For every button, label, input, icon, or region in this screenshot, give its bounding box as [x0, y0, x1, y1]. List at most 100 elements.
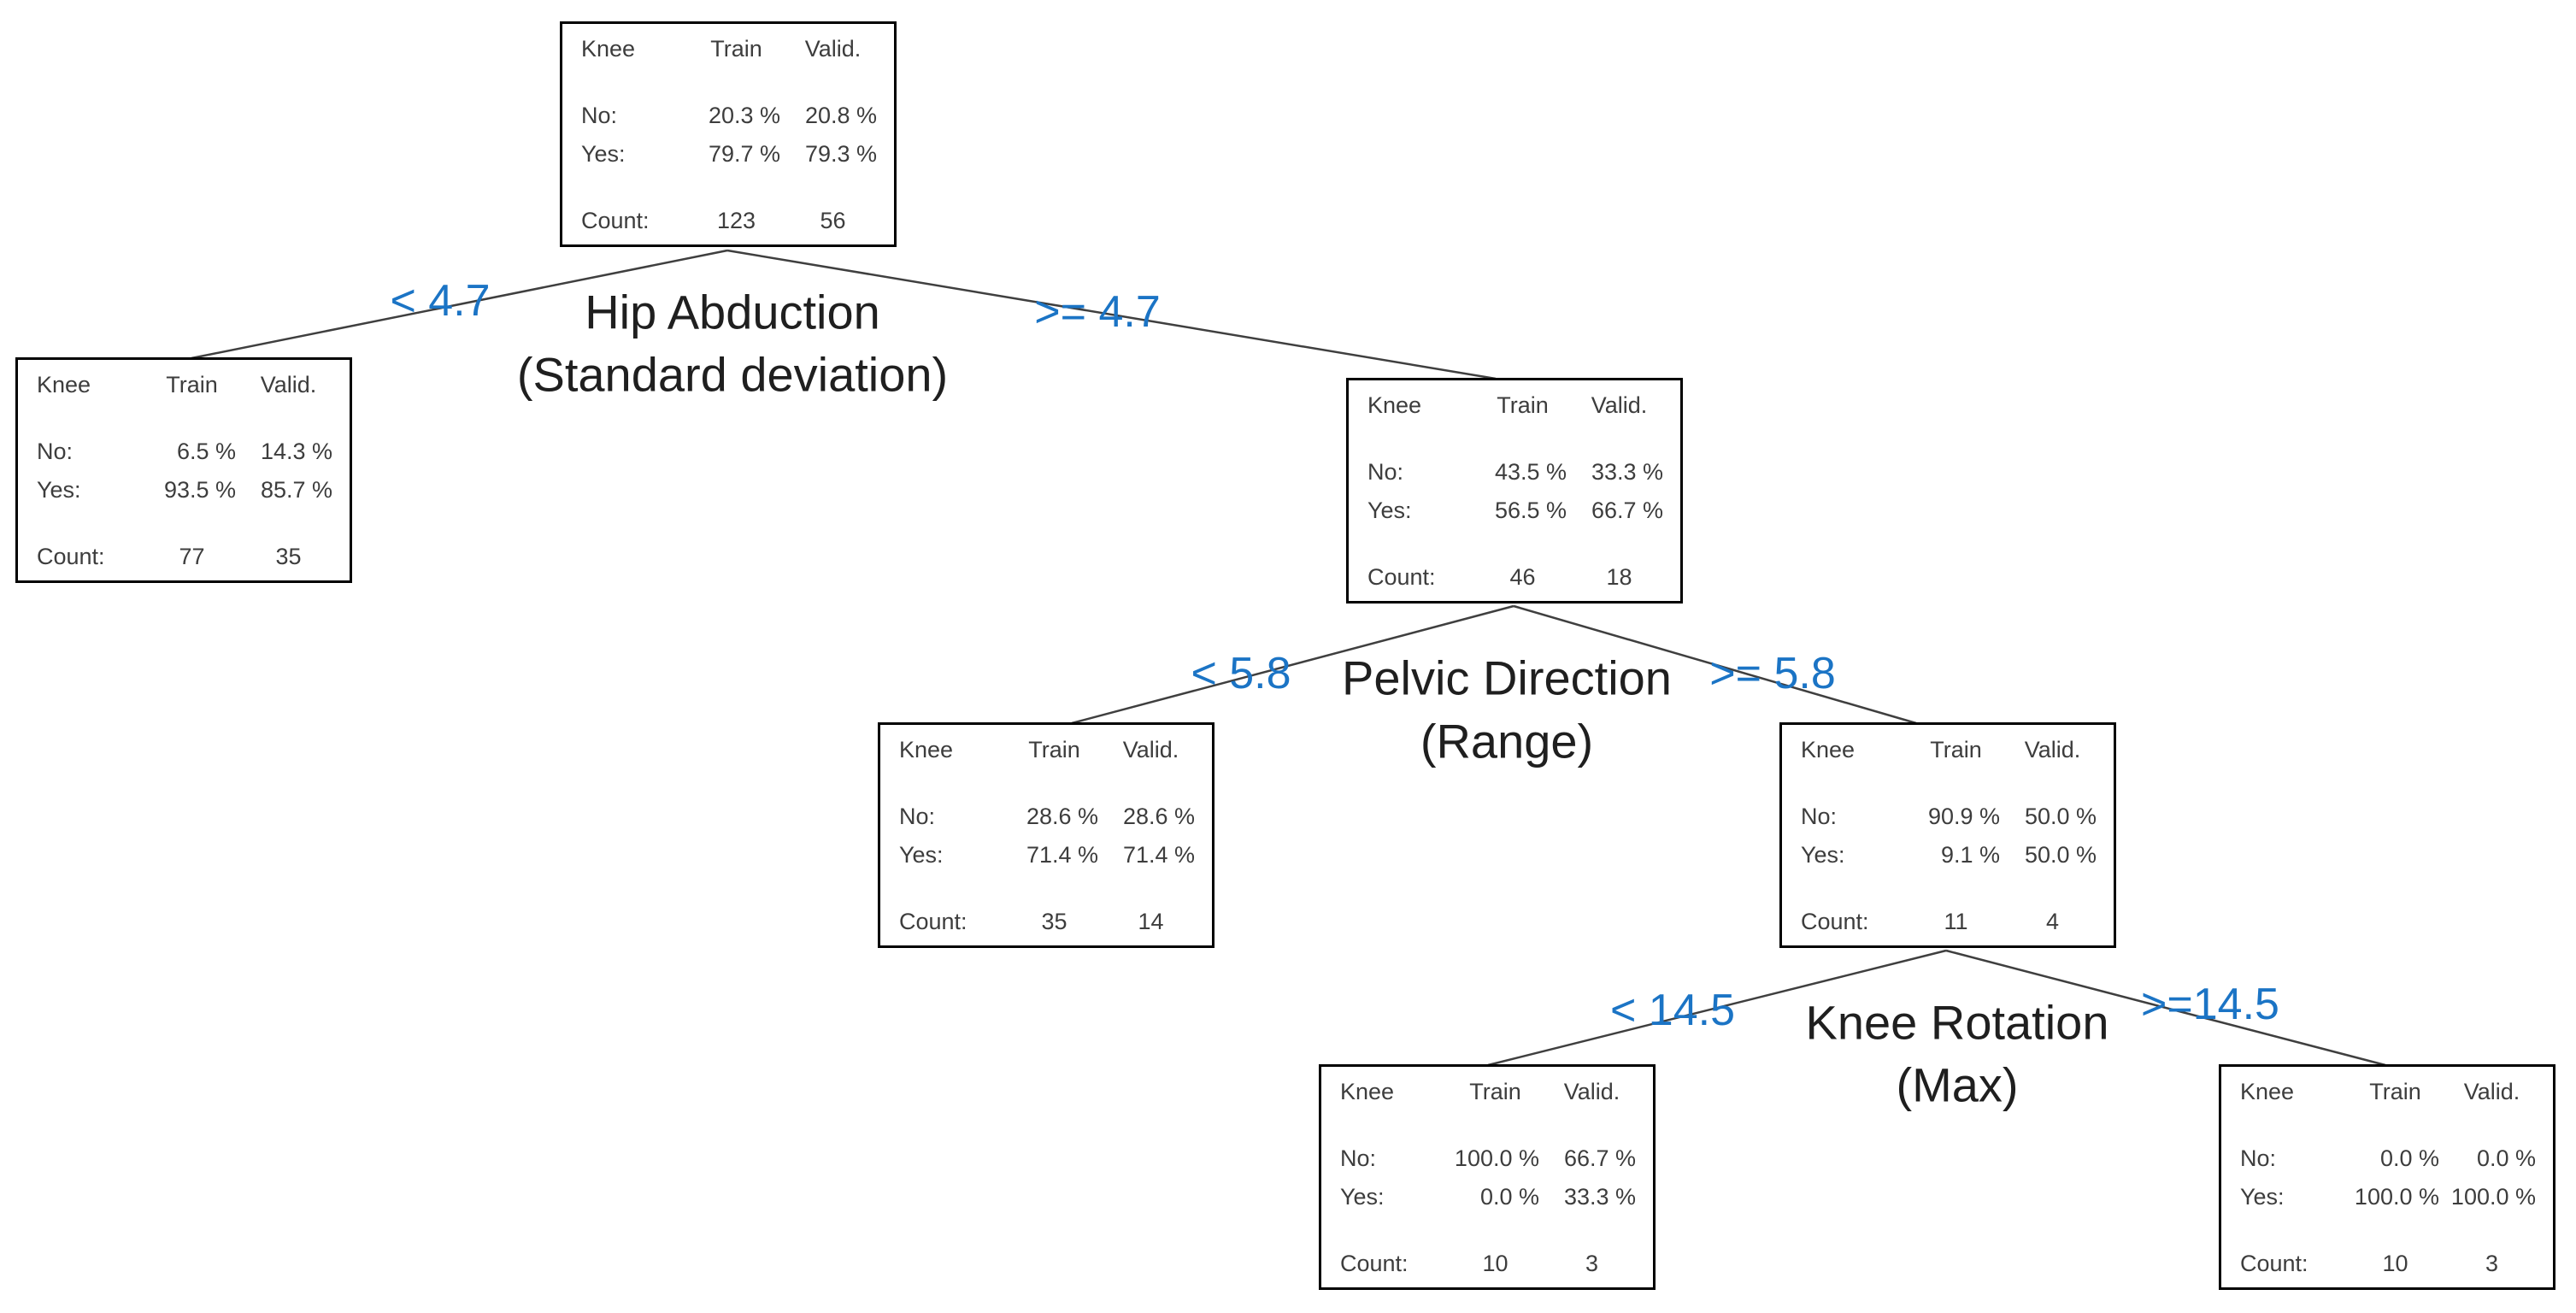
split-condition-pelvic-right: >= 5.8	[1709, 649, 1836, 698]
train-value: 90.9 %	[1927, 804, 2000, 830]
column-header-knee: Knee	[1340, 1079, 1395, 1104]
column-header-valid: Valid.	[260, 372, 317, 397]
connector-root-to-hip-high	[726, 249, 1497, 380]
row-label: No:	[1367, 459, 1404, 486]
node-row-yes: Yes: 0.0 % 33.3 %	[1340, 1184, 1636, 1210]
train-value: 100.0 %	[1454, 1145, 1539, 1172]
valid-value: 79.3 %	[804, 140, 877, 167]
train-value: 0.0 %	[2379, 1145, 2439, 1172]
train-value: 71.4 %	[1026, 841, 1098, 868]
node-row-count: Count: 35 14	[899, 909, 1195, 935]
valid-value: 33.3 %	[1563, 1183, 1636, 1210]
split-detail-knee-rotation: (Max)	[1896, 1057, 2019, 1112]
split-name-knee-rotation: Knee Rotation	[1805, 995, 2109, 1050]
column-header-knee: Knee	[581, 36, 636, 62]
split-detail-pelvic-direction: (Range)	[1420, 714, 1594, 768]
valid-value: 66.7 %	[1591, 497, 1663, 523]
node-row-no: No: 43.5 % 33.3 %	[1367, 459, 1663, 486]
row-label: No:	[1340, 1145, 1377, 1172]
row-label: No:	[899, 804, 936, 830]
node-row-count: Count: 123 56	[581, 208, 877, 234]
row-label: Yes:	[581, 140, 626, 167]
train-count: 10	[1482, 1250, 1509, 1276]
node-row-no: No: 20.3 % 20.8 %	[581, 103, 877, 129]
column-header-train: Train	[166, 372, 218, 397]
column-header-train: Train	[710, 36, 762, 62]
node-row-no: No: 100.0 % 66.7 %	[1340, 1145, 1636, 1172]
split-detail-hip-abduction: (Standard deviation)	[516, 347, 949, 402]
row-label: Count:	[37, 543, 105, 569]
row-label: Count:	[1801, 908, 1869, 934]
split-name-pelvic-direction: Pelvic Direction	[1342, 651, 1672, 705]
split-condition-hip-left: < 4.7	[390, 276, 491, 326]
row-label: Yes:	[1340, 1183, 1385, 1210]
column-header-valid: Valid.	[1563, 1079, 1620, 1104]
row-label: No:	[2240, 1145, 2277, 1172]
node-row-no: No: 0.0 % 0.0 %	[2240, 1145, 2536, 1172]
train-count: 123	[716, 207, 756, 233]
split-condition-pelvic-left: < 5.8	[1191, 649, 1291, 698]
row-label: Count:	[899, 908, 967, 934]
column-header-valid: Valid.	[2463, 1079, 2520, 1104]
valid-value: 28.6 %	[1122, 804, 1195, 830]
valid-count: 3	[1585, 1250, 1599, 1276]
valid-value: 100.0 %	[2450, 1183, 2536, 1210]
node-row-no: No: 90.9 % 50.0 %	[1801, 804, 2097, 830]
train-value: 100.0 %	[2354, 1183, 2439, 1210]
train-count: 11	[1944, 908, 1968, 934]
valid-value: 50.0 %	[2024, 841, 2097, 868]
train-value: 6.5 %	[176, 439, 236, 465]
split-name-hip-abduction: Hip Abduction	[585, 285, 880, 339]
valid-count: 4	[2045, 908, 2060, 934]
valid-count: 35	[275, 543, 302, 569]
node-row-no: No: 28.6 % 28.6 %	[899, 804, 1195, 830]
column-header-valid: Valid.	[1591, 392, 1648, 418]
connector-pelvic-to-kneerot-low	[1487, 949, 1947, 1067]
node-row-yes: Yes: 71.4 % 71.4 %	[899, 842, 1195, 868]
node-row-count: Count: 46 18	[1367, 564, 1663, 591]
split-condition-kneerot-right: >=14.5	[2141, 980, 2279, 1029]
row-label: Yes:	[37, 476, 81, 503]
row-label: No:	[1801, 804, 1838, 830]
column-header-valid: Valid.	[2024, 737, 2081, 762]
tree-node-kneerot-high: Knee Train Valid. No: 0.0 % 0.0 % Yes: 1…	[2219, 1064, 2555, 1290]
train-value: 9.1 %	[1940, 841, 2000, 868]
column-header-valid: Valid.	[1122, 737, 1179, 762]
valid-value: 50.0 %	[2024, 804, 2097, 830]
connector-hip-to-pelvic-high	[1513, 604, 1917, 725]
valid-count: 18	[1606, 563, 1632, 590]
row-label: Yes:	[2240, 1183, 2285, 1210]
row-label: Yes:	[1801, 841, 1845, 868]
valid-count: 14	[1138, 908, 1164, 934]
tree-node-kneerot-low: Knee Train Valid. No: 100.0 % 66.7 % Yes…	[1319, 1064, 1656, 1290]
row-label: Count:	[2240, 1250, 2308, 1276]
node-row-yes: Yes: 79.7 % 79.3 %	[581, 141, 877, 168]
train-count: 77	[179, 543, 205, 569]
column-header-knee: Knee	[37, 372, 91, 397]
row-label: Yes:	[1367, 497, 1412, 523]
node-row-no: No: 6.5 % 14.3 %	[37, 439, 332, 465]
train-value: 0.0 %	[1479, 1183, 1539, 1210]
tree-node-hip-low: Knee Train Valid. No: 6.5 % 14.3 % Yes: …	[15, 357, 352, 583]
tree-node-root: Knee Train Valid. No: 20.3 % 20.8 % Yes:…	[560, 21, 897, 247]
node-row-yes: Yes: 100.0 % 100.0 %	[2240, 1184, 2536, 1210]
valid-count: 56	[820, 207, 846, 233]
valid-count: 3	[2485, 1250, 2499, 1276]
node-row-count: Count: 77 35	[37, 544, 332, 570]
split-condition-kneerot-left: < 14.5	[1609, 986, 1736, 1035]
tree-node-pelvic-low: Knee Train Valid. No: 28.6 % 28.6 % Yes:…	[878, 722, 1214, 948]
train-value: 93.5 %	[163, 476, 236, 503]
train-count: 46	[1509, 563, 1536, 590]
column-header-train: Train	[1469, 1079, 1521, 1104]
train-value: 43.5 %	[1494, 459, 1567, 486]
node-row-count: Count: 11 4	[1801, 909, 2097, 935]
row-label: No:	[581, 103, 618, 129]
row-label: Yes:	[899, 841, 944, 868]
train-value: 20.3 %	[708, 103, 780, 129]
valid-value: 71.4 %	[1122, 841, 1195, 868]
train-value: 28.6 %	[1026, 804, 1098, 830]
column-header-knee: Knee	[899, 737, 954, 762]
train-count: 35	[1041, 908, 1067, 934]
